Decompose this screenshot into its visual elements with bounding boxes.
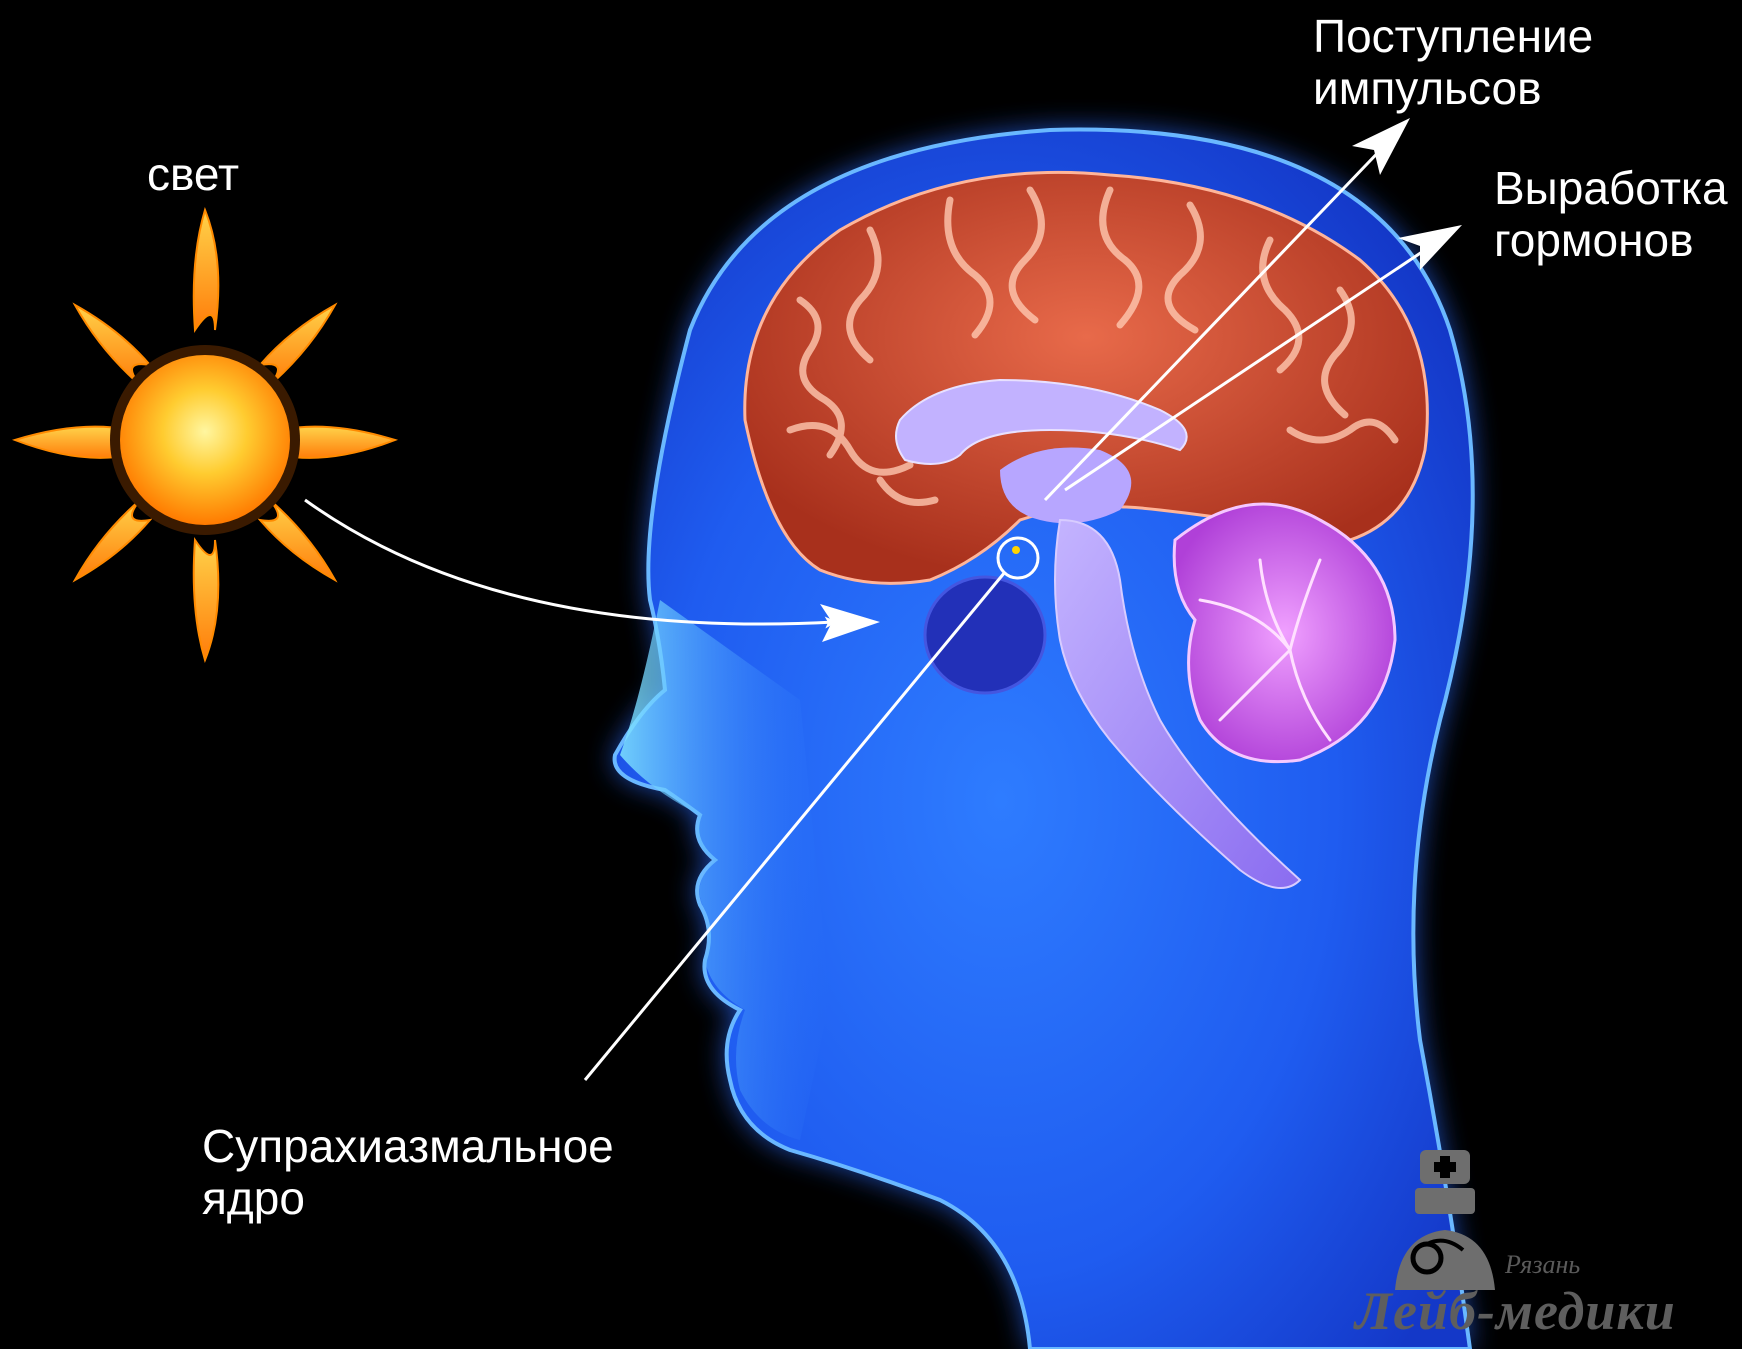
- watermark-logo: Рязань Лейб-медики: [1355, 1140, 1715, 1345]
- label-hormones-line2: гормонов: [1494, 214, 1728, 266]
- label-hormones: Выработка гормонов: [1494, 162, 1728, 266]
- label-impulses: Поступление импульсов: [1313, 10, 1593, 114]
- impulses-arrowhead: [1352, 118, 1410, 175]
- label-light: свет: [147, 148, 239, 200]
- watermark-name: Лейб-медики: [1355, 1280, 1676, 1342]
- doctor-icon: [1385, 1140, 1505, 1290]
- label-impulses-line2: импульсов: [1313, 62, 1593, 114]
- label-hormones-line1: Выработка: [1494, 162, 1728, 214]
- label-scn-line1: Супрахиазмальное: [202, 1120, 614, 1172]
- scn-dot: [1012, 546, 1020, 554]
- label-scn-line2: ядро: [202, 1172, 614, 1224]
- label-scn: Супрахиазмальное ядро: [202, 1120, 614, 1224]
- sun-icon: [15, 210, 395, 660]
- label-light-text: свет: [147, 148, 239, 200]
- label-impulses-line1: Поступление: [1313, 10, 1593, 62]
- watermark-city: Рязань: [1505, 1250, 1580, 1280]
